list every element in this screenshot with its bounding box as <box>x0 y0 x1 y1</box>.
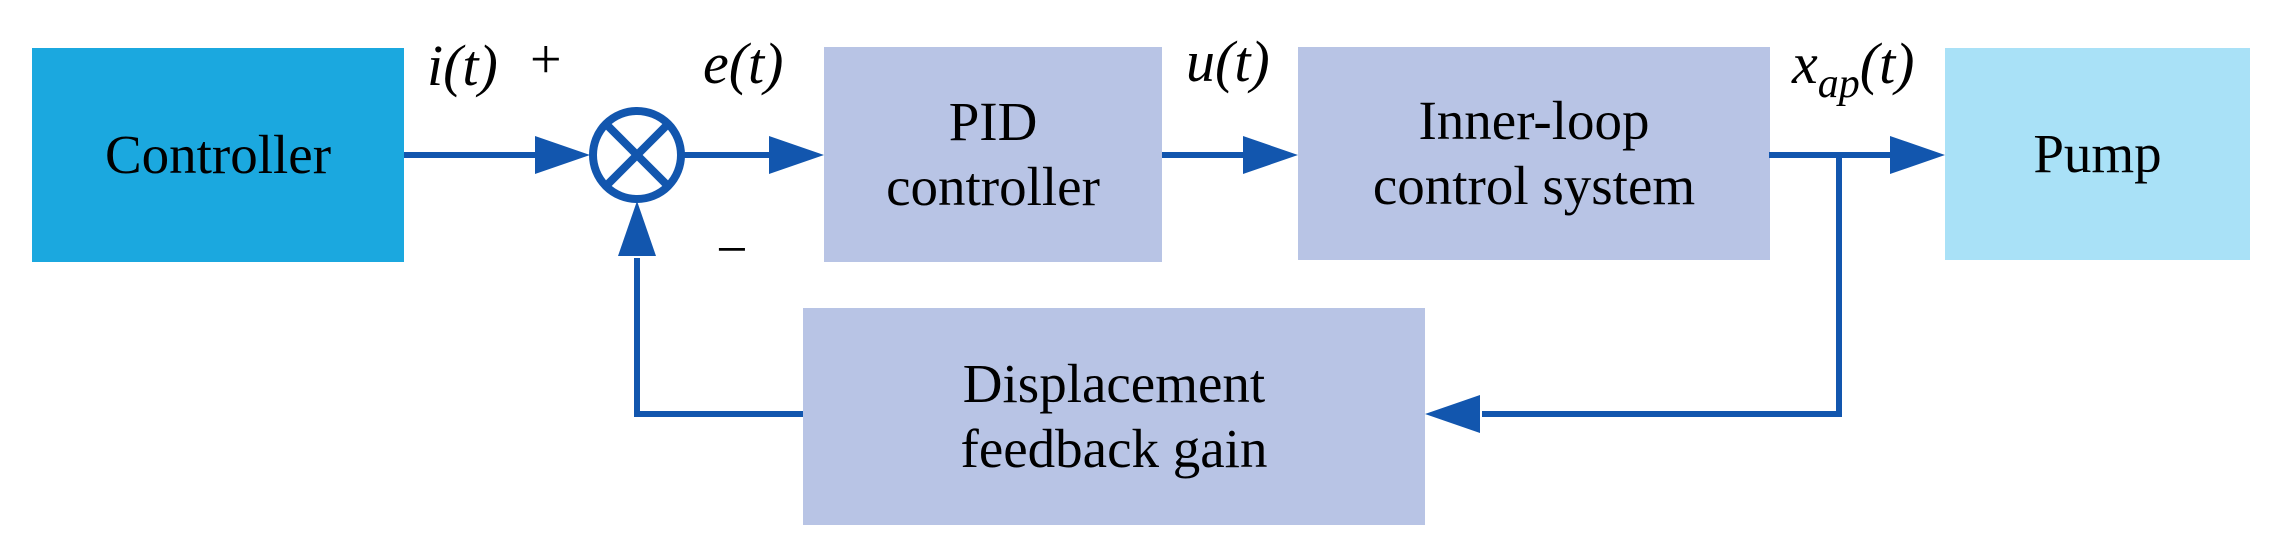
arrowhead-into-pid <box>769 136 824 174</box>
pid-block-label-line2: controller <box>886 155 1100 217</box>
minus-sign-label: − <box>716 219 748 281</box>
summing-junction-cross-2 <box>604 122 670 188</box>
error-signal-label: e(t) <box>703 31 784 96</box>
output-signal-label: xap(t) <box>1792 30 1915 105</box>
arrowhead-into-feedback-block <box>1425 395 1480 433</box>
controller-block: Controller <box>32 48 404 262</box>
inner-loop-label-line2: control system <box>1372 154 1696 216</box>
summing-junction-circle <box>589 107 685 203</box>
pump-block-label: Pump <box>2033 122 2162 184</box>
output-signal-paren: (t) <box>1859 31 1915 96</box>
arrowhead-into-inner-loop <box>1243 136 1298 174</box>
arrowhead-into-pump <box>1890 136 1945 174</box>
output-signal-base: x <box>1792 31 1818 96</box>
controller-block-label: Controller <box>104 123 332 185</box>
pid-block-label-line1: PID <box>948 90 1038 152</box>
inner-loop-control-system-block: Inner-loop control system <box>1298 47 1770 260</box>
input-signal-label: i(t) <box>427 33 498 98</box>
feedback-block-label-line1: Displacement <box>962 352 1266 414</box>
output-signal-subscript: ap <box>1817 61 1860 107</box>
displacement-feedback-gain-block: Displacement feedback gain <box>803 308 1425 525</box>
pid-controller-block: PID controller <box>824 47 1162 262</box>
summing-junction-cross-1 <box>604 122 670 188</box>
feedback-block-label-line2: feedback gain <box>960 417 1268 479</box>
control-signal-label: u(t) <box>1186 29 1270 94</box>
plus-sign-label: + <box>530 29 562 91</box>
pump-block: Pump <box>1945 48 2250 260</box>
inner-loop-label-line1: Inner-loop <box>1418 89 1650 151</box>
arrowhead-into-sum-left <box>535 136 590 174</box>
arrowhead-into-sum-bottom <box>618 201 656 256</box>
